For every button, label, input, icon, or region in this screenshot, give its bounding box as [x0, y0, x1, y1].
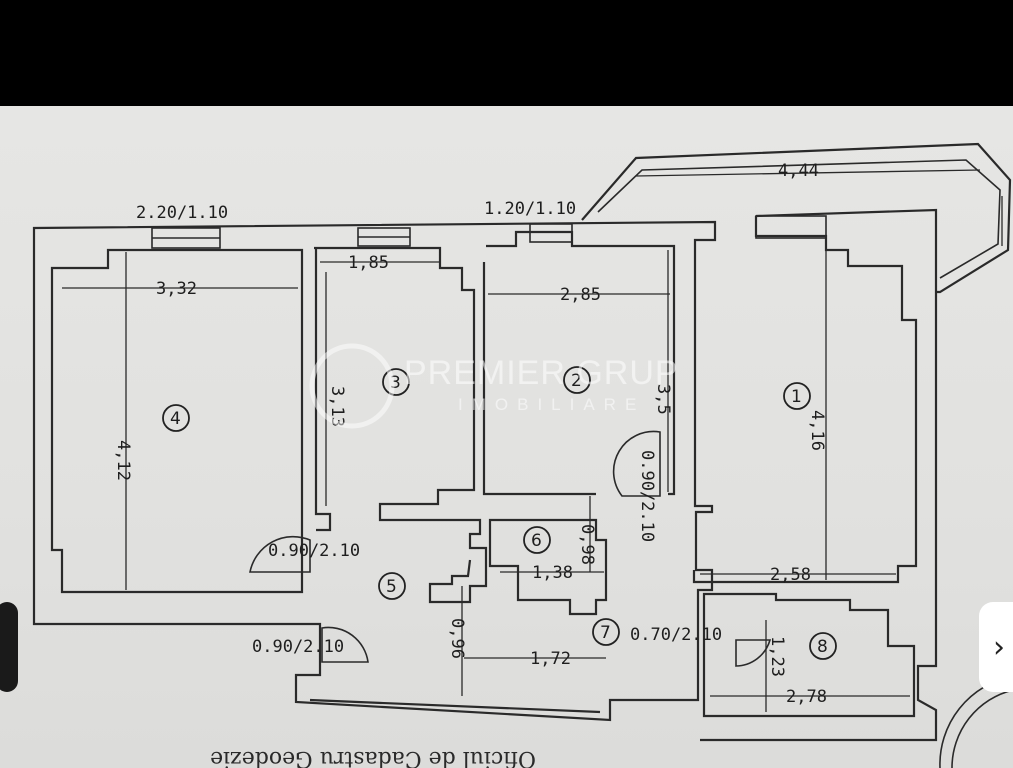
- room-markers: 1 2 3 4 5 6 7 8: [162, 366, 837, 660]
- dimension-lines: [62, 169, 1003, 712]
- room-marker-3: 3: [382, 368, 410, 396]
- door-label-room4: 0.90/2.10: [268, 541, 360, 561]
- room7-small-label: 0,96: [447, 618, 467, 659]
- room-marker-5: 5: [378, 572, 406, 600]
- balcony-width-label: 4,44: [778, 161, 819, 181]
- room4-width-label: 3,32: [156, 279, 197, 299]
- svg-text:7: 7: [600, 623, 611, 643]
- svg-text:8: 8: [817, 637, 828, 657]
- door-label-room8: 0.70/2.10: [630, 625, 722, 645]
- window-label-2: 1.20/1.10: [484, 199, 576, 219]
- svg-text:2: 2: [571, 371, 582, 391]
- room6-width-label: 1,38: [532, 563, 573, 583]
- watermark: PREMIER GRUP IMOBILIARE: [309, 343, 679, 429]
- cadastre-footer-text: Oficiul de Cadastru Geodezie: [210, 746, 536, 768]
- room3-width-label: 1,85: [348, 253, 389, 273]
- watermark-sub: IMOBILIARE: [458, 395, 645, 414]
- windows: [151, 215, 827, 249]
- room7-width-label: 1,72: [530, 649, 571, 669]
- svg-text:4: 4: [170, 409, 181, 429]
- dimension-labels: 2.20/1.10 1.20/1.10 4,44 3,32 4,12 1,85 …: [113, 161, 827, 707]
- previous-image-button[interactable]: [0, 602, 18, 692]
- floor-plan: 2.20/1.10 1.20/1.10 4,44 3,32 4,12 1,85 …: [32, 142, 1013, 768]
- svg-text:6: 6: [531, 531, 542, 551]
- next-image-button[interactable]: ›: [979, 602, 1013, 692]
- svg-text:1: 1: [791, 387, 802, 407]
- room-marker-8: 8: [809, 632, 837, 660]
- room-marker-6: 6: [523, 526, 551, 554]
- room8-length-label: 1,23: [767, 636, 787, 677]
- top-black-bar: [0, 0, 1013, 106]
- door-label-entrance: 0.90/2.10: [252, 637, 344, 657]
- floor-plan-sheet: 2.20/1.10 1.20/1.10 4,44 3,32 4,12 1,85 …: [0, 106, 1013, 768]
- room-marker-4: 4: [162, 404, 190, 432]
- room-marker-2: 2: [563, 366, 591, 394]
- svg-text:3: 3: [390, 373, 401, 393]
- room1-width-label: 2,58: [770, 565, 811, 585]
- chevron-right-icon: ›: [993, 630, 1005, 665]
- room8-width-label: 2,78: [786, 687, 827, 707]
- doors: [249, 430, 772, 667]
- room3-length-label: 3,13: [327, 386, 347, 427]
- svg-text:5: 5: [386, 577, 397, 597]
- room4-length-label: 4,12: [113, 440, 133, 481]
- room-marker-7: 7: [592, 618, 620, 646]
- room6-length-label: 0,98: [577, 524, 597, 565]
- balcony: [581, 142, 1012, 294]
- watermark-brand: PREMIER GRUP: [404, 354, 679, 392]
- door-label-room2: 0.90/2.10: [637, 450, 657, 542]
- room2-length-label: 3,5: [653, 384, 673, 415]
- window-label-1: 2.20/1.10: [136, 203, 228, 223]
- room-marker-1: 1: [783, 382, 811, 410]
- room2-width-label: 2,85: [560, 285, 601, 305]
- room1-length-label: 4,16: [807, 410, 827, 451]
